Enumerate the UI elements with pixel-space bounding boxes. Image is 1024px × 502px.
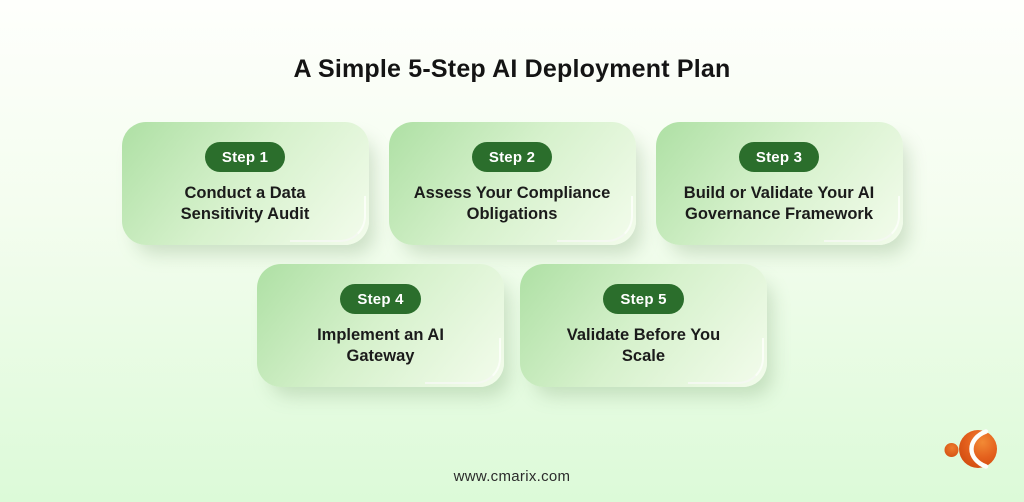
- step-3-badge: Step 3: [738, 142, 820, 172]
- step-3-label: Build or Validate Your AI Governance Fra…: [684, 183, 874, 225]
- steps-row-bottom: Step 4 Implement an AI Gateway Step 5 Va…: [0, 264, 1024, 387]
- step-1-label: Conduct a Data Sensitivity Audit: [181, 183, 310, 225]
- step-1-badge: Step 1: [204, 142, 286, 172]
- page-title: A Simple 5-Step AI Deployment Plan: [293, 55, 731, 83]
- step-card-3: Step 3 Build or Validate Your AI Governa…: [655, 122, 903, 245]
- step-label-line: Sensitivity Audit: [180, 205, 310, 223]
- step-2-badge: Step 2: [471, 142, 553, 172]
- step-4-label: Implement an AI Gateway: [317, 325, 444, 367]
- step-label-line: Governance Framework: [685, 205, 873, 223]
- step-label-line: Scale: [621, 347, 666, 365]
- step-label-line: Validate Before You: [566, 326, 721, 344]
- step-label-line: Conduct a Data: [184, 184, 306, 202]
- cmarix-logo: [942, 426, 998, 472]
- step-label-line: Obligations: [466, 205, 558, 223]
- step-card-1: Step 1 Conduct a Data Sensitivity Audit: [121, 122, 369, 245]
- step-5-label: Validate Before You Scale: [567, 325, 720, 367]
- website-url: www.cmarix.com: [453, 468, 571, 485]
- step-card-5: Step 5 Validate Before You Scale: [520, 264, 767, 387]
- orange-sphere-icon: [944, 429, 997, 469]
- step-4-badge: Step 4: [340, 284, 421, 314]
- step-2-label: Assess Your Compliance Obligations: [414, 183, 611, 225]
- step-card-2: Step 2 Assess Your Compliance Obligation…: [388, 122, 636, 245]
- step-label-line: Build or Validate Your AI: [683, 184, 875, 202]
- step-5-badge: Step 5: [603, 284, 684, 314]
- step-label-line: Gateway: [346, 347, 415, 365]
- step-card-4: Step 4 Implement an AI Gateway: [257, 264, 504, 387]
- step-label-line: Assess Your Compliance: [413, 184, 611, 202]
- step-label-line: Implement an AI: [317, 326, 444, 344]
- steps-row-top: Step 1 Conduct a Data Sensitivity Audit …: [0, 122, 1024, 245]
